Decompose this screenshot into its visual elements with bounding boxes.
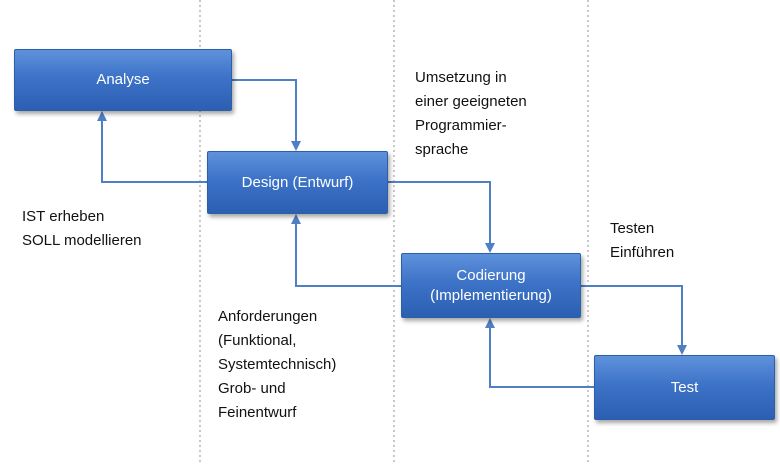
arrow-test-back-to-codierung — [485, 318, 594, 388]
phase-design-label: Design (Entwurf) — [241, 173, 354, 191]
arrow-design-to-codierung — [388, 181, 495, 253]
note-line: Testen — [610, 220, 655, 237]
note-line: sprache — [415, 141, 469, 158]
arrow-analyse-to-design — [232, 79, 301, 151]
note-line: (Funktional, — [218, 332, 297, 349]
note-codierung-activities: Umsetzung in einer geeigneten Programmie… — [415, 66, 527, 162]
phase-analyse-box: Analyse — [14, 49, 232, 111]
note-line: Grob- und — [218, 380, 286, 397]
note-line: Umsetzung in — [415, 69, 507, 86]
phase-codierung-box: Codierung (Implementierung) — [401, 253, 581, 318]
note-line: Anforderungen — [218, 308, 318, 325]
arrow-codierung-back-to-design — [291, 214, 401, 287]
note-line: SOLL modellieren — [22, 232, 142, 249]
phase-design-box: Design (Entwurf) — [207, 151, 388, 214]
note-line: Feinentwurf — [218, 404, 297, 421]
phase-codierung-label-line2: (Implementierung) — [430, 286, 552, 304]
note-line: Systemtechnisch) — [218, 356, 337, 373]
phase-test-box: Test — [594, 355, 775, 420]
arrow-design-back-to-analyse — [97, 111, 207, 183]
note-analyse-activities: IST erheben SOLL modellieren — [22, 205, 142, 253]
arrow-codierung-to-test — [581, 285, 687, 355]
note-design-activities: Anforderungen (Funktional, Systemtechnis… — [218, 305, 336, 425]
phase-test-label: Test — [670, 378, 699, 396]
note-line: Einführen — [610, 244, 675, 261]
note-test-activities: Testen Einführen — [610, 217, 674, 265]
phase-analyse-label: Analyse — [96, 71, 150, 89]
note-line: IST erheben — [22, 208, 105, 225]
note-line: einer geeigneten — [415, 93, 527, 110]
phase-codierung-label-line1: Codierung — [456, 267, 526, 284]
note-line: Programmier- — [415, 117, 507, 134]
